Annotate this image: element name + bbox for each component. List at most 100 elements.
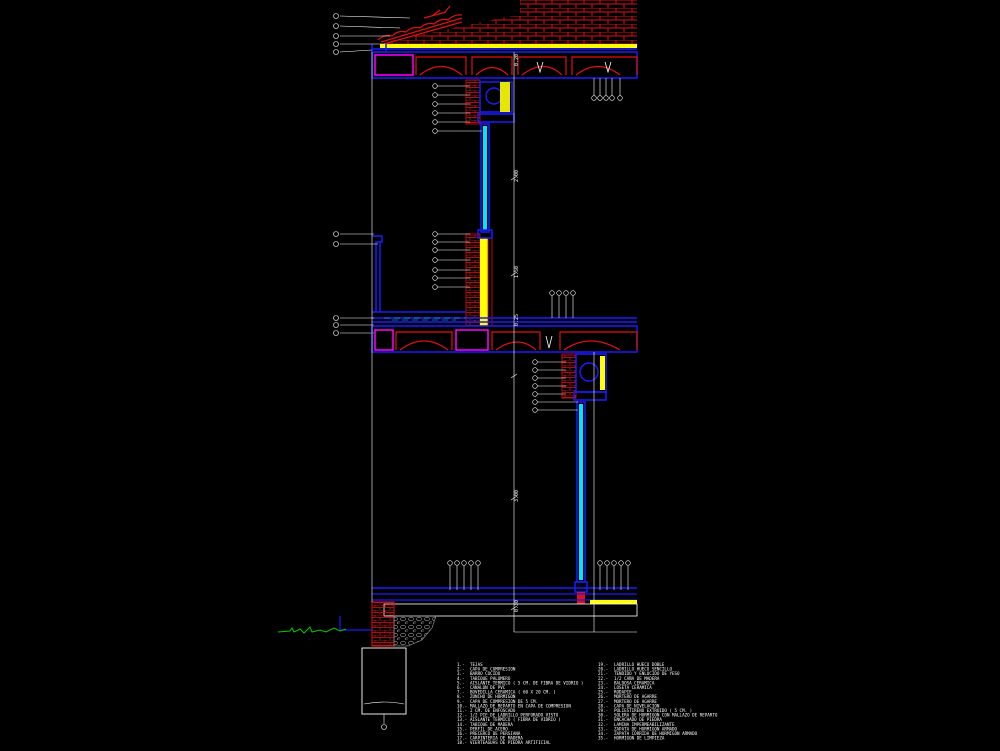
dim-label: 2.00 — [514, 170, 520, 182]
glass-upper — [483, 126, 487, 230]
roof-tiles — [377, 5, 463, 45]
legend-item-text: ZUNCHO DE HORMIGON — [470, 694, 516, 699]
legend-item-text: PERFIL DE ACERO — [470, 726, 508, 731]
legend-item-number: 1.- — [457, 662, 465, 667]
upper-window — [432, 79, 515, 233]
roof-assembly — [333, 0, 637, 55]
legend-item-text: 1/2 CAÑA DE MADERA — [614, 676, 660, 681]
dim-label: 3.00 — [514, 490, 520, 502]
legend-item-number: 17.- — [457, 736, 467, 741]
legend-item-number: 16.- — [457, 731, 467, 736]
legend-item-text: CARPINTERIA DE MADERA — [470, 736, 523, 741]
mid-slab — [371, 325, 638, 353]
construction-lines — [371, 52, 637, 633]
legend-item-text: RODAPIE — [614, 690, 632, 695]
legend-item-text: LADRILLO HUECO DOBLE — [614, 662, 665, 667]
legend-item-number: 28.- — [598, 703, 608, 708]
dim-label: 0.30 — [514, 600, 520, 612]
balcony-callouts — [333, 231, 576, 336]
mid-wall — [432, 229, 493, 327]
legend-item-number: 21.- — [598, 671, 608, 676]
dim-label: 0.25 — [514, 314, 520, 326]
dim-label: 1.50 — [514, 266, 520, 278]
legend-item-text: MORTERO DE AGARRE — [614, 699, 657, 704]
legend-item-text: LOSETA CERAMICA — [614, 685, 652, 690]
legend-item-number: 14.- — [457, 722, 467, 727]
legend-item-text: HORMIGON DE LIMPIEZA — [614, 736, 665, 741]
legend-item-number: 18.- — [457, 740, 467, 745]
legend-item-number: 8.- — [457, 694, 465, 699]
legend-item-number: 10.- — [457, 703, 467, 708]
legend-item-text: AISLANTE TERMICO ( 5 CM. DE FIBRA DE VID… — [470, 680, 583, 685]
upper-window-callouts — [432, 83, 482, 134]
legend-item-number: 23.- — [598, 680, 608, 685]
ground-grass — [277, 626, 347, 634]
gravel-fill — [393, 615, 437, 647]
legend-item-number: 35.- — [598, 736, 608, 741]
legend-item-text: TENDIDO Y ENLUCIDO DE YESO — [614, 671, 680, 676]
legend-item-text: VIERTEAGUAS DE PIEDRA ARTIFICIAL — [470, 740, 551, 745]
legend-item-text: ZAPATA CORRIDA DE HORMIGON ARMADO — [614, 731, 698, 736]
legend-item-number: 26.- — [598, 694, 608, 699]
legend-item-text: LAMINA IMPERMEABILIZANTE — [614, 722, 675, 727]
legend-item-number: 33.- — [598, 726, 608, 731]
legend-item-number: 13.- — [457, 717, 467, 722]
wall-insulation — [480, 238, 488, 326]
legend-item-text: TEJAS — [470, 662, 483, 667]
legend-item-number: 30.- — [598, 713, 608, 718]
shutter-roll — [485, 87, 503, 105]
legend-item-number: 9.- — [457, 699, 465, 704]
legend-item-text: CAPA DE COMPRESION — [470, 667, 516, 672]
legend-item-number: 31.- — [598, 717, 608, 722]
legend-item-text: BARRO COCIDO — [470, 671, 501, 676]
legend-item-text: BOVEDILLA CERAMICA ( 60 X 20 CM. ) — [470, 690, 556, 695]
legend-item-text: SOLERA DE HORMIGON CON MALLAZO DE REPART… — [614, 713, 718, 718]
legend-item-text: CANALON DE PVC — [470, 685, 506, 690]
legend-item-text: PRECERCO DE PERSIANA — [470, 731, 521, 736]
legend-item-number: 19.- — [598, 662, 608, 667]
balcony-railing — [372, 235, 637, 323]
legend-item-text: MALLAZO DE REPARTO EN CAPA DE COMPRESION — [470, 703, 571, 708]
legend-item-number: 12.- — [457, 713, 467, 718]
legend-item-number: 4.- — [457, 676, 465, 681]
footing — [361, 647, 407, 715]
legend-item-number: 15.- — [457, 726, 467, 731]
lower-window-callouts — [532, 359, 578, 413]
legend-item-text: ZAPATA DE HORMIGON ARMADO — [614, 726, 678, 731]
lower-window — [532, 353, 607, 604]
roof-insulation — [380, 44, 637, 48]
legend-item-number: 25.- — [598, 690, 608, 695]
legend-item-text: TABIQUE PALOMERO — [470, 676, 511, 681]
legend-item-number: 6.- — [457, 685, 465, 690]
legend-item-number: 27.- — [598, 699, 608, 704]
bovedillas-upper — [415, 56, 638, 76]
legend-item-text: CAPA DE NIVELACION — [614, 703, 660, 708]
dimension-ticks — [510, 175, 518, 611]
legend-item-text: POLIESTIRENO EXTRUIDO ( 5 CM. ) — [614, 708, 692, 713]
legend-item-text: ENCACHADO DE PIEDRA — [614, 717, 662, 722]
window-sill — [477, 229, 493, 239]
slab-beam — [374, 54, 414, 76]
legend-item-text: AISLANTE TERMICO ( FIBRA DE VIDRIO ) — [470, 717, 561, 722]
legend-item-number: 24.- — [598, 685, 608, 690]
legend-item-text: CAPA DE COMPRESION DE 5 CM. — [470, 699, 538, 704]
ground-floor — [277, 560, 638, 730]
legend-item-text: TABIQUE DE MADERA — [470, 722, 513, 727]
roof-callouts — [333, 13, 411, 55]
mid-wall-callouts — [432, 231, 470, 290]
dim-label: 0.20 — [514, 54, 520, 66]
legend-item-number: 5.- — [457, 680, 465, 685]
legend-item-number: 7.- — [457, 690, 465, 695]
window-frame-upper — [480, 123, 490, 233]
legend-item-text: LADRILLO HUECO SENCILLO — [614, 667, 672, 672]
ground-callouts-right — [597, 560, 631, 590]
legend-item-text: BALDOSA CERAMICA — [614, 680, 655, 685]
shutter-box — [479, 81, 513, 113]
roof-brick-fill-right — [520, 0, 637, 48]
legend-item-number: 34.- — [598, 731, 608, 736]
ground-callouts-left — [447, 560, 481, 590]
